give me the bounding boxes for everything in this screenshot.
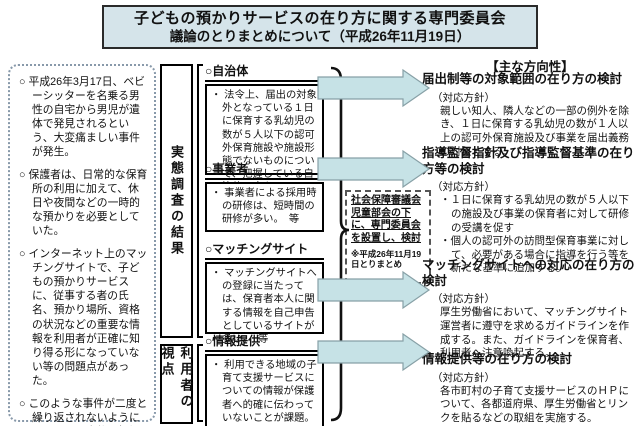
policy-label: （対応方針） bbox=[432, 371, 495, 384]
arrow-information-provision bbox=[317, 332, 431, 372]
section-matching-sites-body: 厚生労働省において、マッチングサイト運営者に遵守を求めるガイドラインを作成する。… bbox=[440, 306, 629, 360]
background-item: ○ 保護者は、日常的な保育所の利用に加えて、休日や夜間などの一時的な預かりを必要… bbox=[19, 169, 148, 238]
section-guidance-standards-heading: 指導監督指針及び指導監督基準の在り方等の検討 bbox=[422, 146, 635, 176]
section-notification-scope-body: 親しい知人、隣人などの一部の例外を除き、１日に保育する乳幼児の数が１人以上の認可… bbox=[440, 104, 629, 158]
group-operators: ○事業者 ・ 事業者による採用時の研修は、短時間の研修が多い。 等 bbox=[205, 160, 324, 232]
label-survey-results-text: 実態調査の結果 bbox=[169, 145, 184, 257]
committee-box: 社会保障審議会児童部会の下に、専門委員会を設置し、検討 ※平成26年11月19日… bbox=[345, 190, 431, 284]
section-guidance-standards-bullet: ・１日に保育する乳幼児の数が５人以下の施設及び事業の保育者に対して研修の受講を促… bbox=[440, 194, 630, 234]
group-matching-sites-body: ・ マッチングサイトへの登録に当たっては、保育者本人に関する情報を自己申告として… bbox=[211, 268, 317, 345]
committee-box-note: ※平成26年11月19日とりまとめ bbox=[351, 249, 422, 270]
title-line-1: 子どもの預かりサービスの在り方に関する専門委員会 bbox=[133, 9, 506, 27]
background-item: ○ インターネット上のマッチングサイトで、子どもの預かりサービスに、従事する者の… bbox=[19, 248, 148, 387]
arrow-guidance-standards bbox=[317, 149, 431, 189]
policy-label: （対応方針） bbox=[432, 293, 495, 306]
section-notification-scope-heading: 届出制等の対象範囲の在り方の検討 bbox=[422, 72, 623, 86]
section-notification-scope: 届出制等の対象範囲の在り方の検討 （対応方針） 親しい知人、隣人などの一部の例外… bbox=[422, 72, 638, 159]
directions-header: 【主な方向性】 bbox=[486, 60, 574, 74]
label-user-perspective: 利用者の視点 bbox=[159, 344, 194, 424]
background-item: ○ このような事件が二度と繰り返されないようにするため、実態を把握するとともに、… bbox=[19, 397, 148, 426]
group-matching-sites: ○マッチングサイト ・ マッチングサイトへの登録に当たっては、保育者本人に関する… bbox=[205, 240, 324, 345]
group-information-box: ・ 利用できる地域の子育て支援サービスについての情報が保護者へ的確に伝わっていな… bbox=[205, 354, 324, 426]
committee-box-text: 社会保障審議会児童部会の下に、専門委員会を設置し、検討 bbox=[351, 195, 421, 244]
policy-label: （対応方針） bbox=[432, 181, 495, 194]
section-matching-sites-heading: マッチングサイトへの対応の在り方の検討 bbox=[422, 258, 635, 288]
title-box: 子どもの預かりサービスの在り方に関する専門委員会 議論のとりまとめについて（平成… bbox=[102, 5, 538, 49]
group-municipality-box: ・ 法令上、届出の対象外となっている１日に保育する乳幼児の数が５人以下の認可外保… bbox=[205, 84, 324, 193]
bracket-survey-group bbox=[197, 64, 203, 338]
group-information-body: ・ 利用できる地域の子育て支援サービスについての情報が保護者へ的確に伝わっていな… bbox=[211, 360, 317, 424]
label-user-perspective-text: 利用者の視点 bbox=[159, 346, 194, 410]
group-matching-sites-box: ・ マッチングサイトへの登録に当たっては、保育者本人に関する情報を自己申告として… bbox=[205, 262, 324, 345]
label-survey-results: 実態調査の結果 bbox=[160, 64, 193, 338]
section-information-provision-heading: 情報提供等の在り方の検討 bbox=[422, 352, 573, 366]
policy-label: （対応方針） bbox=[432, 91, 495, 104]
group-information-heading: ○情報提供 bbox=[205, 332, 324, 352]
bracket-users-group bbox=[197, 344, 203, 422]
section-information-provision: 情報提供等の在り方の検討 （対応方針） 各市町村の子育て支援サービスのＨＰについ… bbox=[422, 352, 638, 426]
section-information-provision-body: 各市町村の子育て支援サービスのＨＰについて、各都道府県、厚生労働省とリンクを貼る… bbox=[440, 384, 629, 424]
section-guidance-standards-bullet: ・個人の認可外の訪問型保育事業に対して、必要がある場合に指導を行う等を新たな基準… bbox=[440, 235, 629, 275]
group-operators-body: ・ 事業者による採用時の研修は、短時間の研修が多い。 等 bbox=[211, 188, 317, 226]
group-municipality: ○自治体 ・ 法令上、届出の対象外となっている１日に保育する乳幼児の数が５人以下… bbox=[205, 62, 324, 193]
section-matching-sites: マッチングサイトへの対応の在り方の検討 （対応方針） 厚生労働省において、マッチ… bbox=[422, 258, 638, 361]
group-municipality-heading: ○自治体 bbox=[205, 62, 324, 82]
group-matching-sites-heading: ○マッチングサイト bbox=[205, 240, 324, 260]
background-item: ○ 平成26年3月17日、ベビーシッターを名乗る男性の自宅から男児が遺体で発見さ… bbox=[19, 76, 145, 159]
group-operators-heading: ○事業者 bbox=[205, 160, 324, 180]
group-operators-box: ・ 事業者による採用時の研修は、短時間の研修が多い。 等 bbox=[205, 182, 324, 232]
section-guidance-standards: 指導監督指針及び指導監督基準の在り方等の検討 （対応方針） ・１日に保育する乳幼… bbox=[422, 146, 638, 276]
arrow-notification-scope bbox=[317, 68, 431, 108]
group-information: ○情報提供 ・ 利用できる地域の子育て支援サービスについての情報が保護者へ的確に… bbox=[205, 332, 324, 426]
title-line-2: 議論のとりまとめについて（平成26年11月19日） bbox=[169, 28, 471, 44]
background-panel: ○ 平成26年3月17日、ベビーシッターを名乗る男性の自宅から男児が遺体で発見さ… bbox=[8, 64, 156, 426]
